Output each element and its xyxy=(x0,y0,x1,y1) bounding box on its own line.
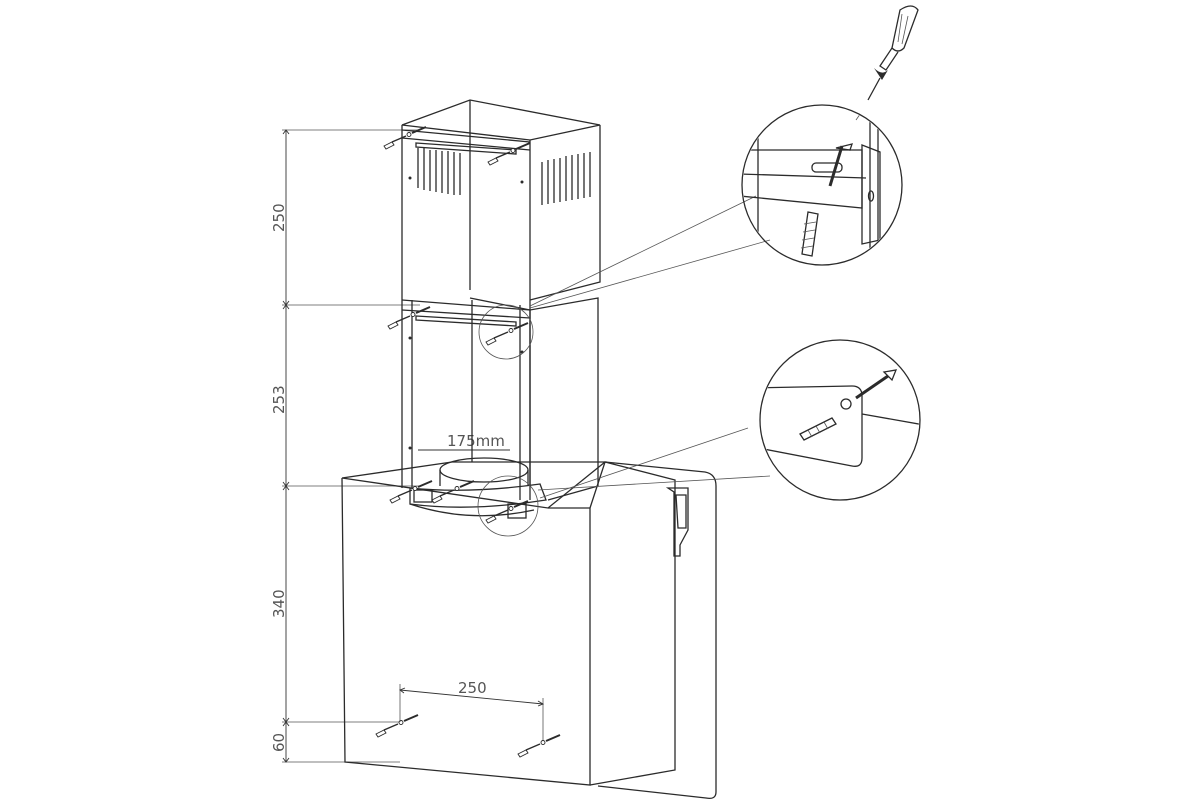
upper-chimney xyxy=(401,99,601,305)
dimension-label-60: 60 xyxy=(270,733,288,752)
screw-set-bottom-right xyxy=(517,734,561,758)
detail-view-lower xyxy=(759,339,921,501)
dimension-label-253: 253 xyxy=(270,385,288,414)
screw-spacing-label: 250 xyxy=(458,679,487,697)
dimension-label-250-top: 250 xyxy=(270,203,288,232)
detail-view-upper xyxy=(741,104,903,266)
duct-width-label: 175mm xyxy=(447,432,505,450)
screwdriver-icon xyxy=(867,5,919,101)
duct-mount-bracket: 175mm xyxy=(409,432,547,519)
screw-set-middle-right xyxy=(485,322,529,346)
hood-body xyxy=(341,461,717,800)
detail-markers xyxy=(477,195,771,537)
vent-slots-right xyxy=(541,152,591,205)
lower-chimney xyxy=(469,297,599,501)
dimension-label-340: 340 xyxy=(270,589,288,618)
vent-slots-left xyxy=(417,148,461,195)
screw-set-bottom-left xyxy=(375,714,419,738)
wall-plug-icon xyxy=(800,211,819,257)
screw-icon xyxy=(855,369,898,400)
wall-plug-icon-lower xyxy=(799,417,837,441)
screw-spacing-dimension: 250 xyxy=(399,679,545,740)
vertical-dimensions: 250 253 340 60 xyxy=(270,129,420,763)
